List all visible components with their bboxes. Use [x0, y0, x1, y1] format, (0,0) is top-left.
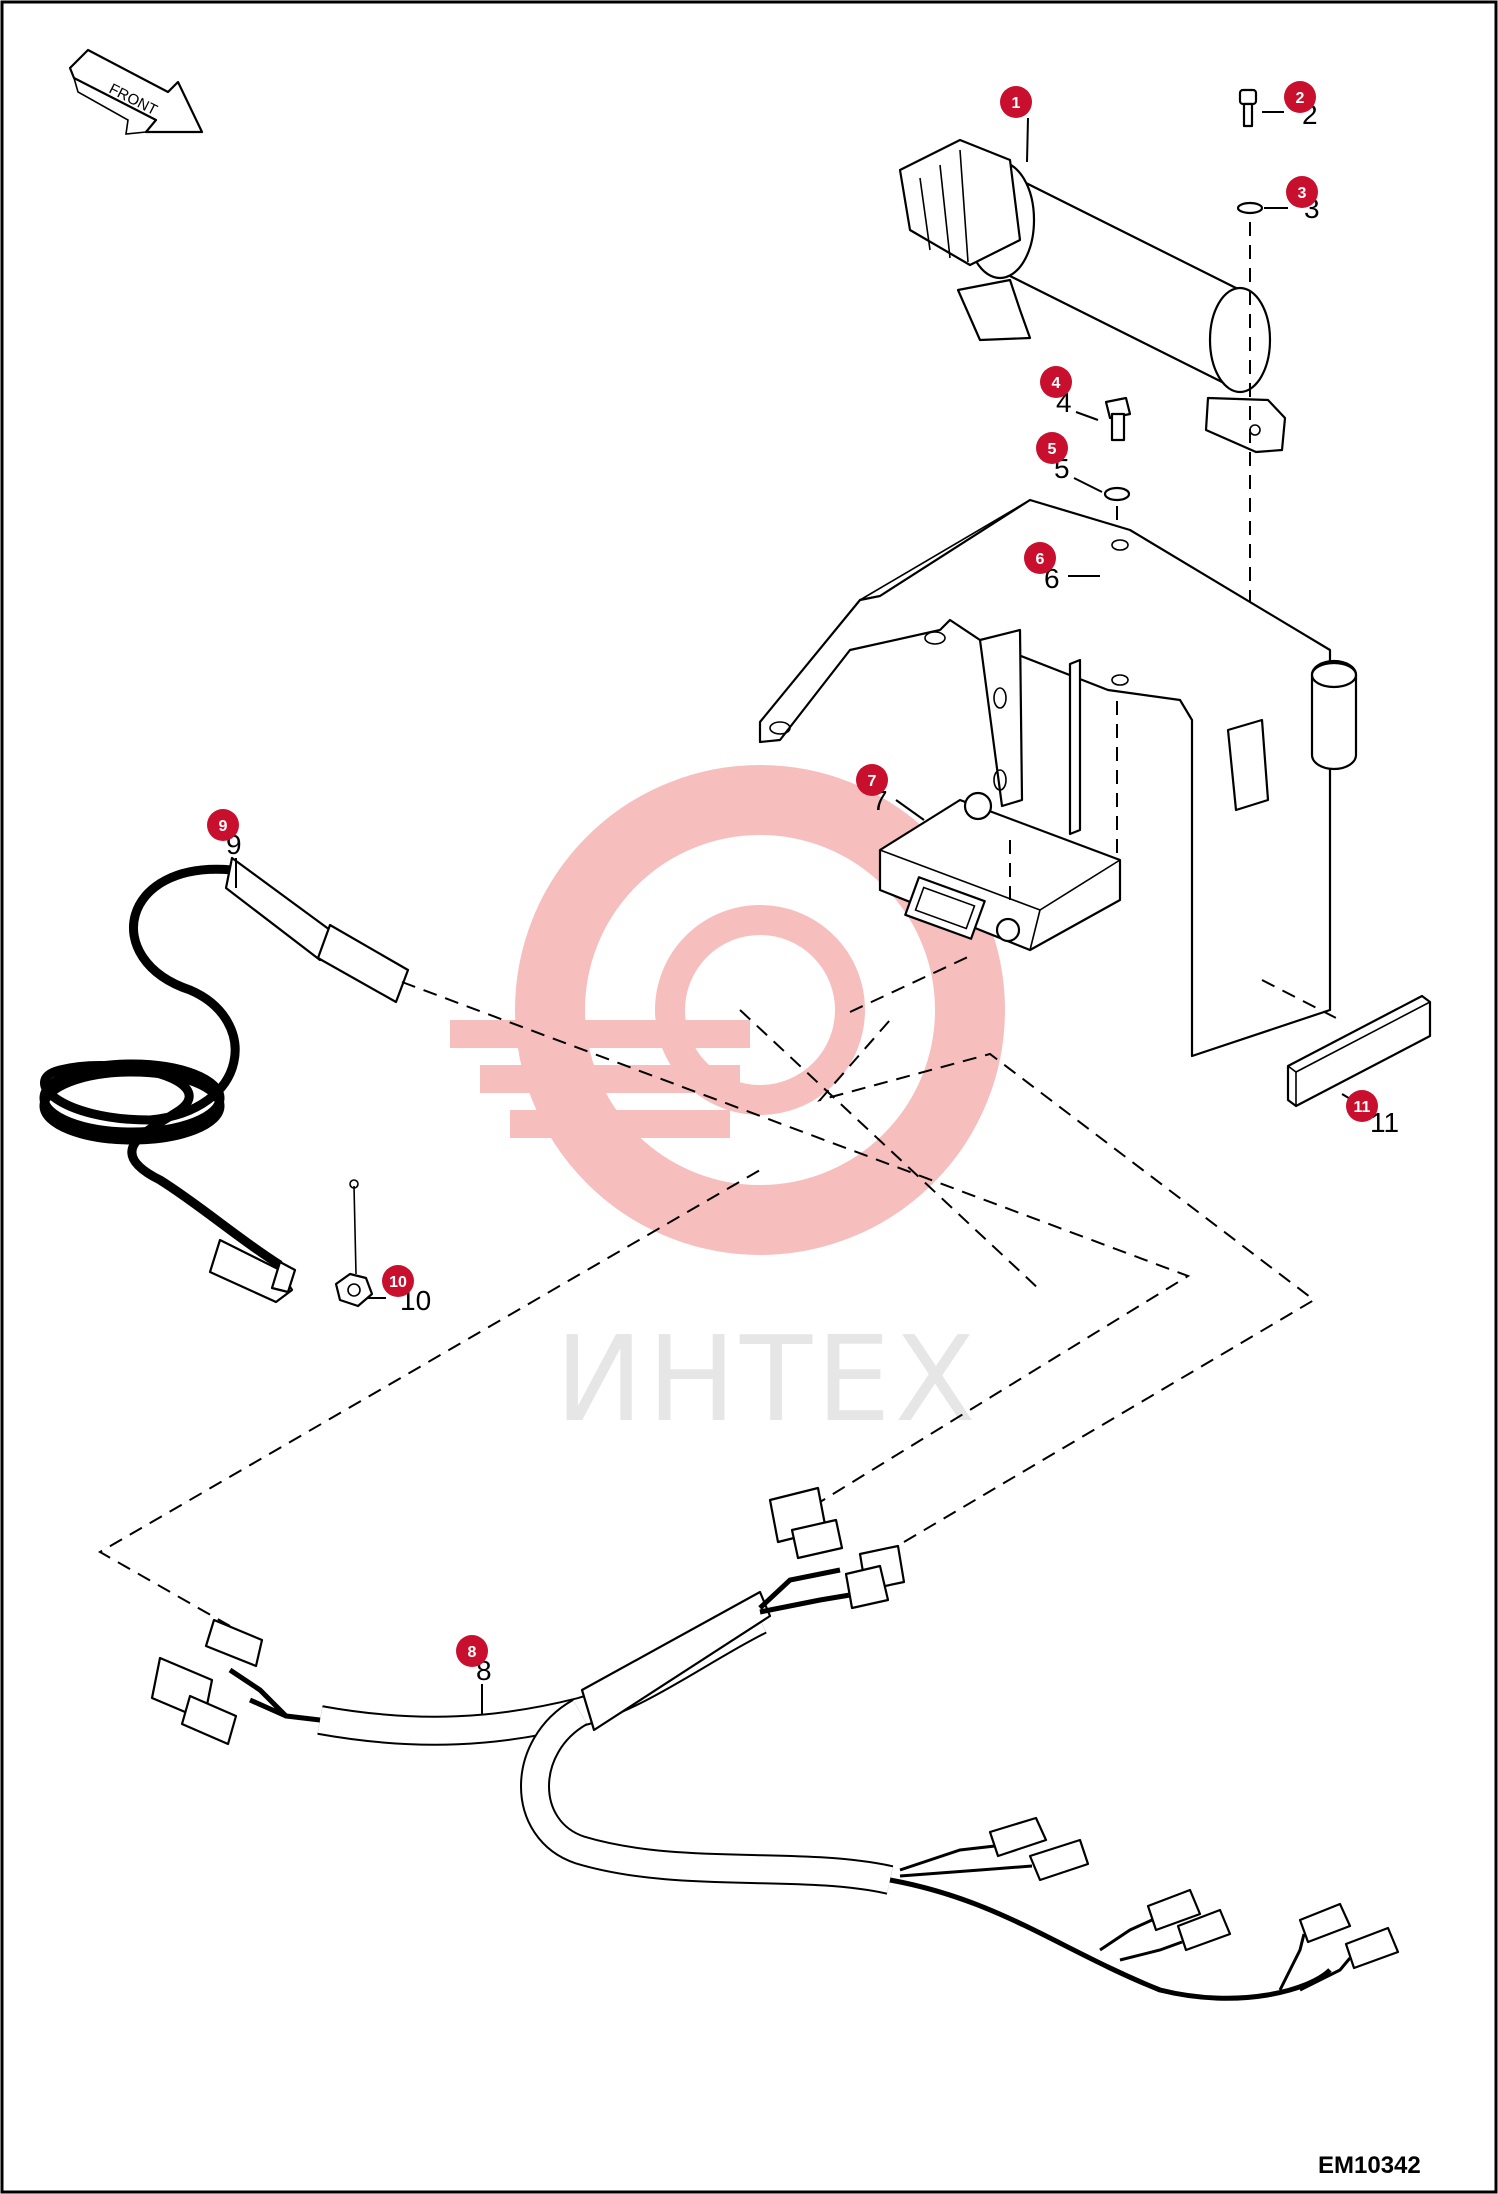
callout-3: 33	[1264, 176, 1320, 224]
callout-2: 22	[1262, 81, 1318, 130]
callout-number: 11	[1354, 1099, 1371, 1116]
part-bracket	[758, 498, 1358, 1058]
callout-number: 5	[1048, 441, 1057, 458]
part-cable	[39, 856, 410, 1304]
callout-1: 1	[1000, 86, 1032, 163]
callout-bubble	[1284, 81, 1316, 113]
callout-number: 2	[1296, 90, 1305, 107]
callout-bubble	[1024, 542, 1056, 574]
callout-bubble	[1036, 432, 1068, 464]
callout-leader-line	[1075, 411, 1099, 421]
part-harness	[150, 1486, 1400, 2001]
callout-leader-line	[1073, 477, 1103, 493]
connection-lines	[97, 840, 1316, 1627]
callout-bubble	[207, 809, 239, 841]
watermark-text: ИНТЕХ	[555, 1310, 979, 1448]
callout-number: 9	[219, 818, 228, 835]
part-pad	[1286, 994, 1432, 1108]
callout-number: 4	[1052, 375, 1061, 392]
callout-bubble	[1286, 176, 1318, 208]
callout-6: 66	[1024, 542, 1100, 594]
callout-9: 99	[207, 809, 242, 884]
callout-5: 55	[1036, 432, 1103, 493]
front-arrow-icon	[68, 48, 204, 134]
callout-number: 7	[868, 773, 877, 790]
drawing-code: EM10342	[1318, 2152, 1421, 2179]
part-canister	[898, 138, 1287, 454]
callout-4: 44	[1040, 366, 1099, 421]
callout-number: 10	[389, 1274, 407, 1291]
callout-number: 8	[468, 1644, 477, 1661]
callout-bubble	[456, 1635, 488, 1667]
callout-bubble	[1346, 1090, 1378, 1122]
part-controller	[878, 791, 1122, 952]
callout-number: 3	[1298, 185, 1307, 202]
front-arrow: FRONT	[68, 48, 204, 135]
callout-number: 1	[1012, 95, 1021, 112]
callout-bubble	[856, 764, 888, 796]
callout-bubble	[382, 1265, 414, 1297]
callout-number: 6	[1036, 551, 1045, 568]
callout-leader-line	[895, 799, 925, 821]
callout-leader-line	[1026, 117, 1029, 163]
callout-7: 77	[856, 764, 925, 821]
callout-bubble	[1000, 86, 1032, 118]
watermark-logo: ИНТЕХ	[450, 765, 1005, 1448]
callout-bubble	[1040, 366, 1072, 398]
watermark-gear-icon	[450, 765, 1005, 1255]
part-nut	[334, 1179, 374, 1308]
callout-8: 88	[456, 1635, 492, 1714]
part-bolt-top	[1236, 88, 1264, 660]
